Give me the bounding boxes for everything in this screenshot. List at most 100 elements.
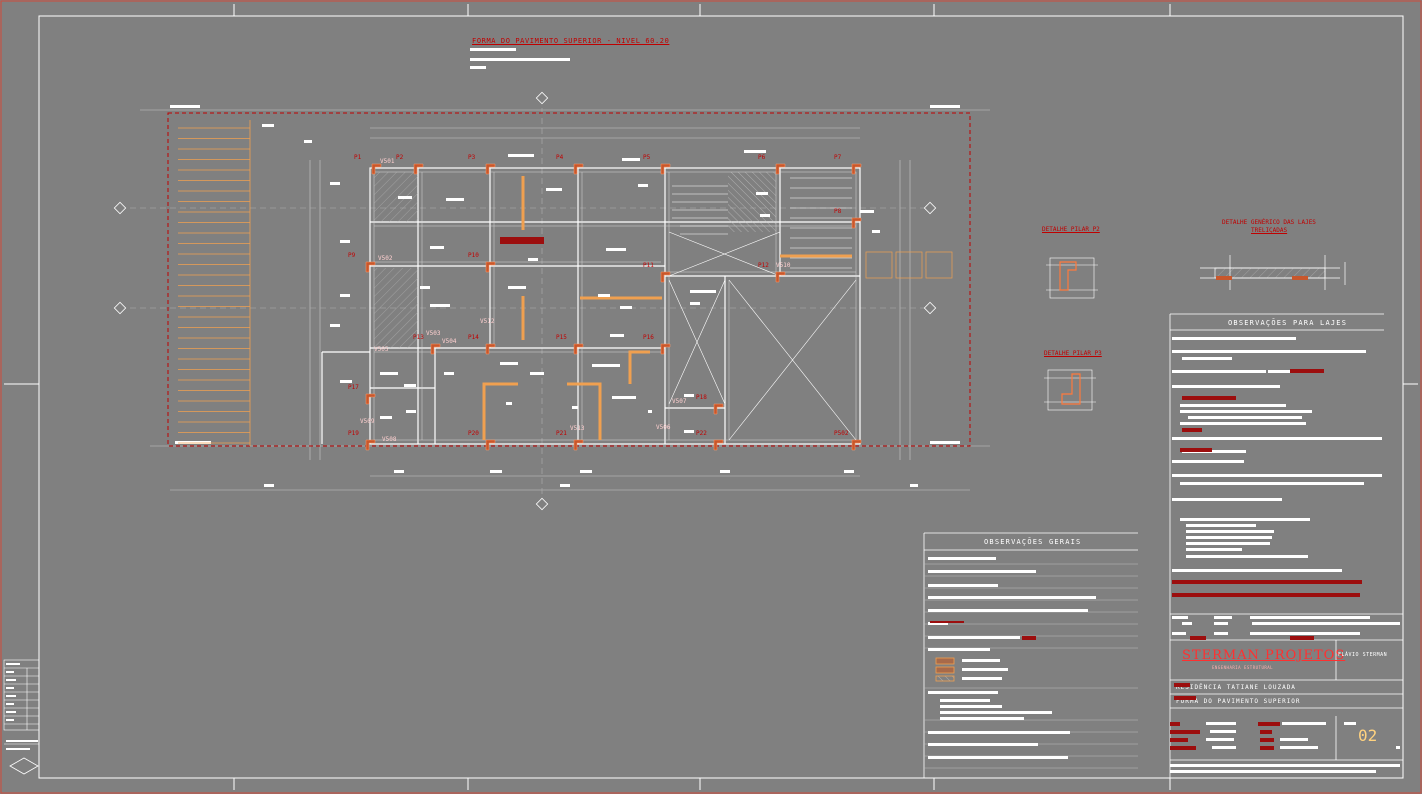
pillar-mark	[485, 261, 496, 273]
note-text-bar	[1172, 474, 1382, 477]
note-highlight-bar	[1022, 636, 1036, 640]
note-text-bar	[1186, 542, 1270, 545]
note-text-bar	[1186, 548, 1242, 551]
plan-text-bar	[560, 484, 570, 487]
note-text-bar	[928, 636, 1020, 639]
note-text-bar	[6, 703, 14, 705]
beam-label: V509	[360, 418, 375, 425]
plan-text-bar	[420, 286, 430, 289]
note-text-bar	[928, 557, 996, 560]
plan-text-bar	[340, 380, 352, 383]
note-text-bar	[1206, 722, 1236, 725]
note-text-bar	[928, 622, 948, 625]
note-text-bar	[1180, 518, 1310, 521]
note-text-bar	[1182, 357, 1232, 360]
plan-text-bar	[500, 362, 518, 365]
note-text-bar	[1214, 622, 1228, 625]
plan-text-bar	[638, 184, 648, 187]
pillar-mark	[660, 163, 671, 175]
note-text-bar	[1172, 370, 1266, 373]
drawing-title: FORMA DO PAVIMENTO SUPERIOR - NIVEL 60.2…	[472, 37, 670, 45]
note-highlight-bar	[1180, 448, 1212, 452]
plan-text-bar	[330, 324, 340, 327]
pillar-mark	[851, 163, 862, 175]
pillar-mark	[851, 439, 862, 451]
note-text-bar	[1396, 746, 1400, 749]
note-text-bar	[6, 711, 16, 713]
note-text-bar	[928, 584, 998, 587]
beam-label: V510	[776, 262, 791, 269]
pillar-mark	[365, 439, 376, 451]
note-highlight-bar	[1260, 738, 1274, 742]
note-text-bar	[1188, 416, 1302, 419]
beam-label: V513	[570, 425, 585, 432]
pillar-mark	[660, 343, 671, 355]
pillar-label: P22	[696, 430, 707, 437]
note-text-bar	[1182, 622, 1192, 625]
note-text-bar	[1170, 764, 1400, 767]
note-text-bar	[6, 679, 16, 681]
plan-text-bar	[506, 402, 512, 405]
note-text-bar	[1180, 404, 1286, 407]
note-highlight-bar	[1190, 636, 1206, 640]
plan-text-bar	[598, 294, 610, 297]
note-text-bar	[1172, 616, 1188, 619]
note-text-bar	[1186, 555, 1308, 558]
plan-text-bar	[620, 306, 632, 309]
plan-text-bar	[340, 240, 350, 243]
company-subtitle: ENGENHARIA ESTRUTURAL	[1212, 665, 1274, 670]
plan-text-bar	[872, 230, 880, 233]
note-text-bar	[1206, 738, 1234, 741]
pillar-label: P4	[556, 154, 564, 161]
note-text-bar	[1172, 337, 1296, 340]
pillar-mark	[573, 163, 584, 175]
pillar-label: P9	[348, 252, 356, 259]
plan-text-bar	[530, 372, 544, 375]
plan-text-bar	[398, 196, 412, 199]
note-text-bar	[962, 668, 1008, 671]
plan-text-bar	[844, 470, 854, 473]
note-text-bar	[1186, 530, 1274, 533]
note-highlight-bar	[1174, 683, 1190, 687]
note-text-bar	[1172, 385, 1280, 388]
plan-text-bar	[606, 248, 626, 251]
pillar-detail-a-title: DETALHE PILAR P2	[1042, 226, 1100, 233]
beam-label: V507	[672, 398, 687, 405]
note-text-bar	[1180, 422, 1306, 425]
pillar-label: P21	[556, 430, 567, 437]
plan-text-bar	[508, 154, 534, 157]
pillar-label: P13	[413, 334, 424, 341]
note-text-bar	[1282, 722, 1326, 725]
note-text-bar	[1250, 616, 1370, 619]
note-text-bar	[1268, 370, 1290, 373]
pillar-label: P12	[758, 262, 769, 269]
note-highlight-bar	[1172, 593, 1360, 597]
note-highlight-bar	[1290, 369, 1324, 373]
note-text-bar	[6, 740, 38, 742]
pillar-label: P15	[556, 334, 567, 341]
note-text-bar	[1172, 460, 1244, 463]
plan-text-bar	[406, 410, 416, 413]
pillar-mark	[573, 343, 584, 355]
beam-label: V508	[382, 436, 397, 443]
pillar-label: P11	[643, 262, 654, 269]
note-text-bar	[928, 743, 1038, 746]
pillar-mark	[775, 271, 786, 283]
note-text-bar	[1172, 350, 1366, 353]
plan-text-bar	[612, 396, 636, 399]
plan-text-bar	[470, 48, 516, 51]
beam-label: V503	[426, 330, 441, 337]
pillar-mark	[775, 163, 786, 175]
note-text-bar	[962, 677, 1002, 680]
note-text-bar	[928, 691, 998, 694]
plan-text-bar	[684, 430, 694, 433]
note-text-bar	[1180, 482, 1364, 485]
plan-text-bar	[622, 158, 640, 161]
note-text-bar	[1344, 722, 1356, 725]
note-text-bar	[1250, 632, 1360, 635]
note-highlight-bar	[1170, 730, 1200, 734]
slab-notes-heading: OBSERVAÇÕES PARA LAJES	[1228, 319, 1348, 327]
plan-text-bar	[444, 372, 454, 375]
note-text-bar	[940, 711, 1052, 714]
pillar-mark	[660, 271, 671, 283]
